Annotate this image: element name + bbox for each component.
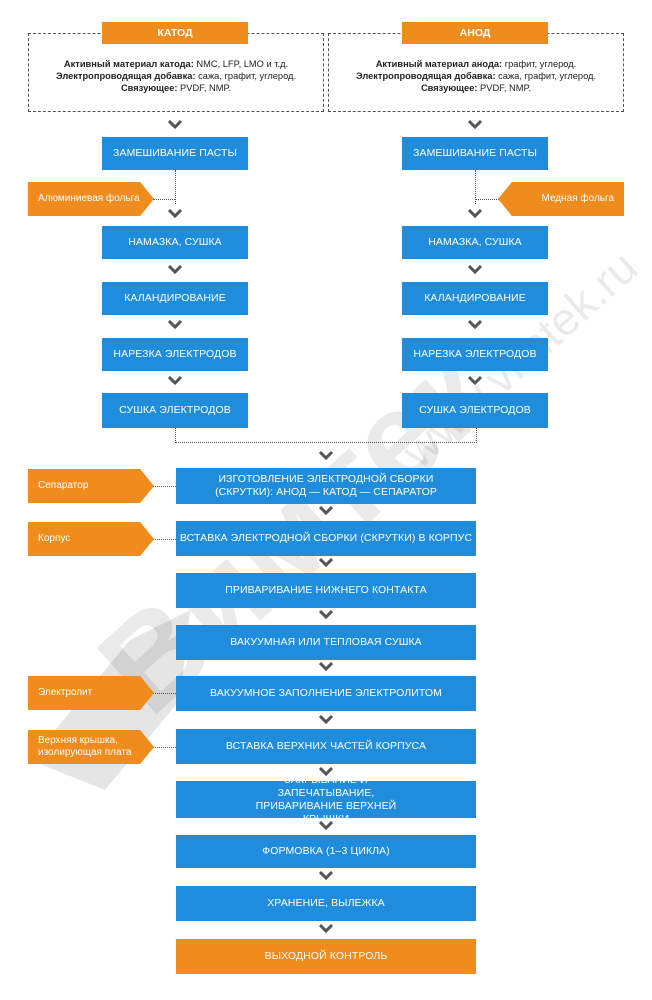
assembly-step-insert-case: ВСТАВКА ЭЛЕКТРОДНОЙ СБОРКИ (СКРУТКИ) В К… (176, 521, 476, 556)
chevron-down-icon (168, 320, 182, 330)
connector-merge (175, 428, 477, 443)
input-electrolyte: Электролит (28, 676, 154, 710)
chevron-down-icon (319, 715, 333, 725)
anode-step-drying: СУШКА ЭЛЕКТРОДОВ (402, 393, 548, 428)
input-separator: Сепаратор (28, 469, 154, 503)
assembly-step-electrolyte-fill: ВАКУУМНОЕ ЗАПОЛНЕНИЕ ЭЛЕКТРОЛИТОМ (176, 676, 476, 711)
chevron-down-icon (319, 821, 333, 831)
assembly-step-formation: ФОРМОВКА (1–3 ЦИКЛА) (176, 835, 476, 868)
anode-info-box: Активный материал анода: графит, углерод… (328, 33, 624, 112)
input-case: Корпус (28, 522, 154, 556)
cathode-info-line: Активный материал катода: NMC, LFP, LMO … (63, 59, 289, 69)
chevron-down-icon (168, 209, 182, 219)
input-top-cap-text: Верхняя крышка, изолирующая плата (38, 735, 132, 758)
connector-electrolyte (153, 693, 176, 694)
cathode-info-line: Электропроводящая добавка: сажа, графит,… (55, 71, 297, 81)
input-top-cap: Верхняя крышка, изолирующая плата (28, 730, 154, 764)
cathode-step-calendering: КАЛАНДИРОВАНИЕ (102, 282, 248, 315)
chevron-down-icon (168, 120, 182, 130)
assembly-step-drying: ВАКУУМНАЯ ИЛИ ТЕПЛОВАЯ СУШКА (176, 625, 476, 660)
connector-cathode-foil (175, 170, 176, 204)
chevron-down-icon (468, 320, 482, 330)
input-aluminum-foil: Алюминиевая фольга (28, 182, 154, 216)
cathode-step-coating: НАМАЗКА, СУШКА (102, 226, 248, 259)
anode-header: АНОД (402, 22, 548, 44)
connector-cathode-foil-h (153, 199, 175, 200)
chevron-down-icon (319, 924, 333, 934)
chevron-down-icon (319, 506, 333, 516)
chevron-down-icon (319, 662, 333, 672)
chevron-down-icon (468, 120, 482, 130)
connector-top-cap (153, 747, 176, 748)
assembly-step-final-control: ВЫХОДНОЙ КОНТРОЛЬ (176, 939, 476, 974)
anode-step-mixing: ЗАМЕШИВАНИЕ ПАСТЫ (402, 137, 548, 170)
assembly-step-winding: ИЗГОТОВЛЕНИЕ ЭЛЕКТРОДНОЙ СБОРКИ (СКРУТКИ… (176, 468, 476, 504)
chevron-down-icon (319, 558, 333, 568)
assembly-step-bottom-weld: ПРИВАРИВАНИЕ НИЖНЕГО КОНТАКТА (176, 573, 476, 608)
chevron-down-icon (319, 767, 333, 777)
assembly-step-sealing: ЗАКРЫВАНИЕ И ЗАПЕЧАТЫВАНИЕ, ПРИВАРИВАНИЕ… (176, 774, 476, 825)
cathode-step-mixing: ЗАМЕШИВАНИЕ ПАСТЫ (102, 137, 248, 170)
chevron-down-icon (468, 265, 482, 275)
cathode-info-box: Активный материал катода: NMC, LFP, LMO … (28, 33, 324, 112)
input-copper-foil: Медная фольга (498, 182, 624, 216)
chevron-down-icon (468, 376, 482, 386)
chevron-down-icon (168, 376, 182, 386)
assembly-step-aging: ХРАНЕНИЕ, ВЫЛЕЖКА (176, 886, 476, 921)
assembly-step-insert-top: ВСТАВКА ВЕРХНИХ ЧАСТЕЙ КОРПУСА (176, 729, 476, 764)
connector-separator (153, 486, 176, 487)
chevron-down-icon (319, 610, 333, 620)
anode-info-line: Электропроводящая добавка: сажа, графит,… (355, 71, 597, 81)
cathode-header: КАТОД (102, 22, 248, 44)
chevron-down-icon (319, 451, 333, 461)
cathode-info-line: Связующее: PVDF, NMP. (120, 83, 232, 93)
chevron-down-icon (468, 209, 482, 219)
cathode-step-cutting: НАРЕЗКА ЭЛЕКТРОДОВ (102, 338, 248, 371)
anode-info-line: Активный материал анода: графит, углерод… (375, 59, 577, 69)
anode-step-coating: НАМАЗКА, СУШКА (402, 226, 548, 259)
connector-case (153, 539, 176, 540)
anode-step-calendering: КАЛАНДИРОВАНИЕ (402, 282, 548, 315)
anode-step-cutting: НАРЕЗКА ЭЛЕКТРОДОВ (402, 338, 548, 371)
chevron-down-icon (319, 871, 333, 881)
connector-anode-foil (475, 170, 476, 204)
anode-info-line: Связующее: PVDF, NMP. (420, 83, 532, 93)
connector-anode-foil-h (475, 199, 499, 200)
chevron-down-icon (168, 265, 182, 275)
cathode-step-drying: СУШКА ЭЛЕКТРОДОВ (102, 393, 248, 428)
